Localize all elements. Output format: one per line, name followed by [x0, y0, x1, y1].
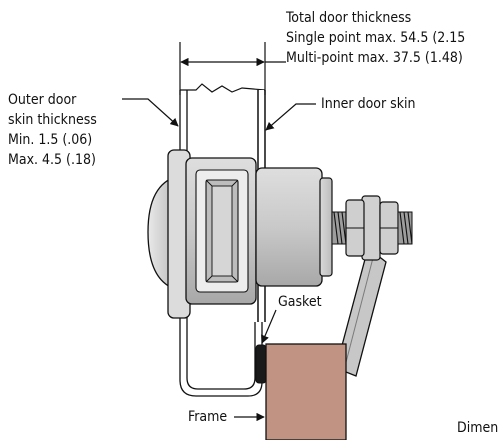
- gasket-and-frame: [255, 343, 347, 440]
- outer-skin-max: Max. 4.5 (.18): [8, 152, 96, 168]
- leader-lines: [122, 98, 316, 422]
- cam-and-nut: [335, 195, 413, 377]
- total-thickness-title: Total door thickness: [286, 10, 412, 26]
- inner-skin-label: Inner door skin: [321, 96, 416, 112]
- outer-skin-label: Outer door skin thickness Min. 1.5 (.06)…: [8, 90, 97, 170]
- gasket-label: Gasket: [278, 294, 322, 310]
- outer-skin-min: Min. 1.5 (.06): [8, 132, 93, 148]
- total-thickness-label: Total door thickness Single point max. 5…: [286, 8, 465, 68]
- outer-skin-line-1: Outer door: [8, 92, 77, 108]
- frame-label: Frame: [188, 409, 228, 425]
- total-thickness-dimension: [179, 42, 286, 95]
- latch-body: [147, 149, 347, 319]
- multi-point-max: Multi-point max. 37.5 (1.48): [286, 50, 463, 66]
- outer-skin-line-2: skin thickness: [8, 112, 97, 128]
- single-point-max: Single point max. 54.5 (2.15: [286, 30, 466, 46]
- dimensions-note: Dimen: [457, 420, 499, 436]
